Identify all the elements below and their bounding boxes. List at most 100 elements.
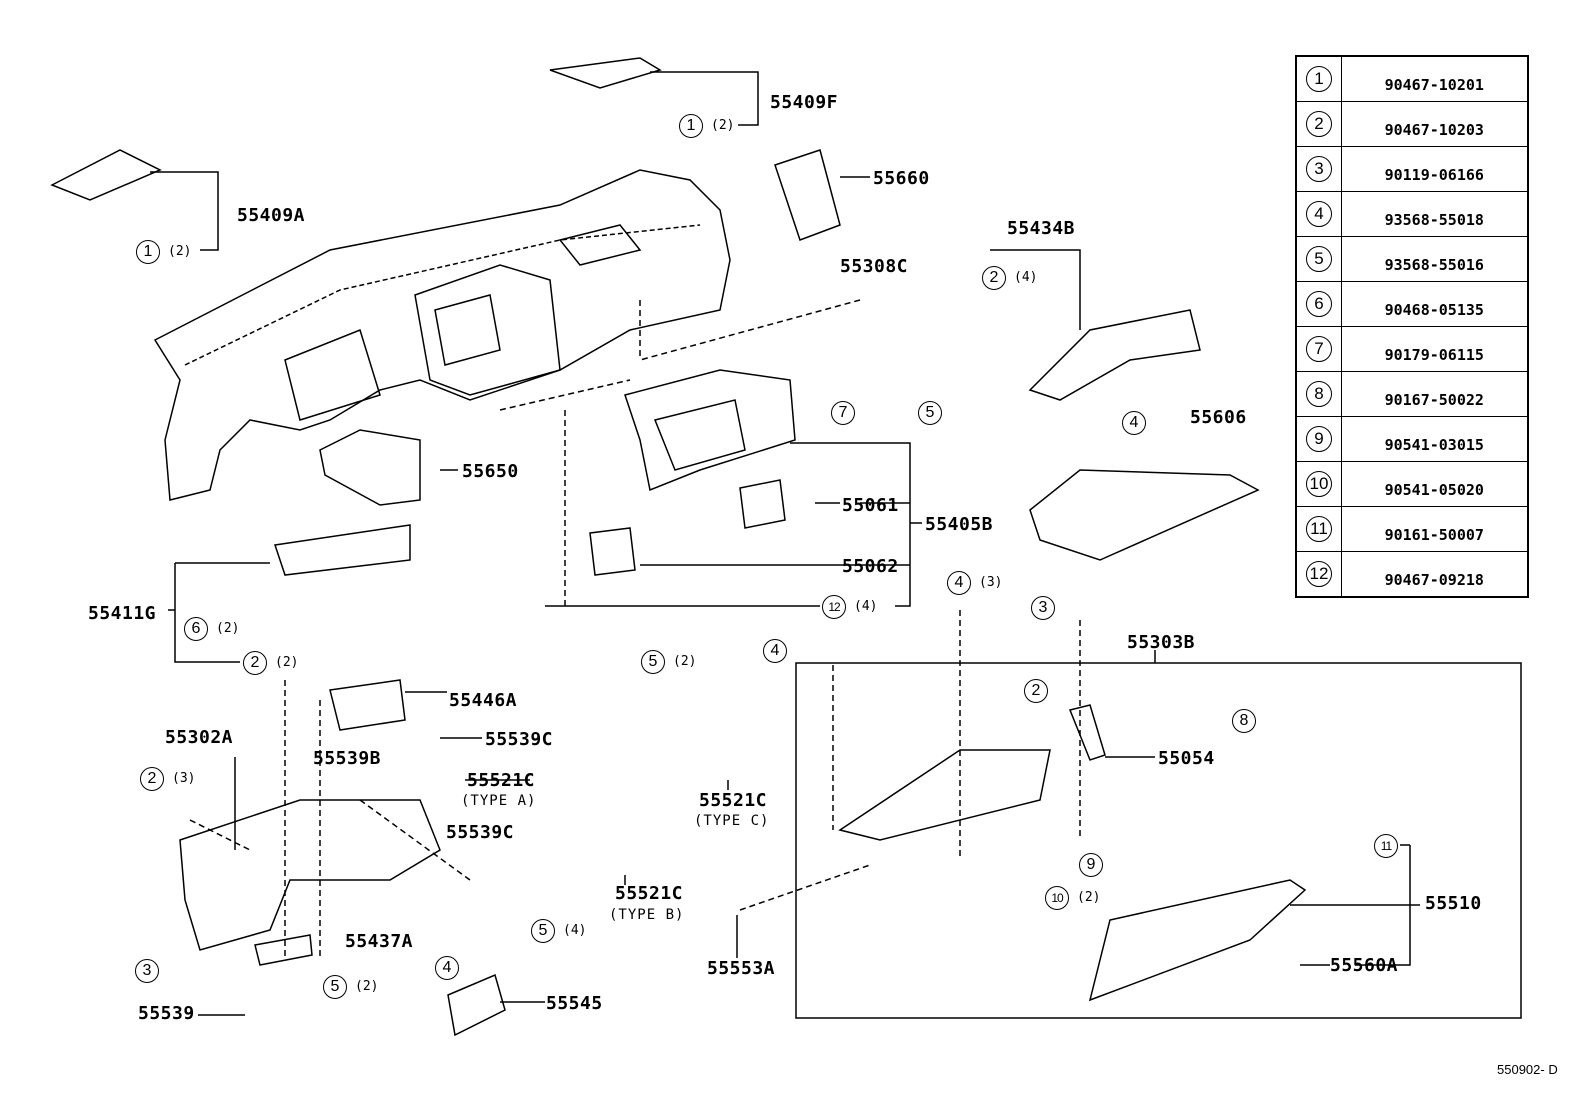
callout-quantity: (3) <box>172 771 196 786</box>
item-number: 8 <box>1306 381 1332 407</box>
item-number-cell: 6 <box>1295 281 1342 327</box>
part-number: 90467-10201 <box>1341 55 1528 102</box>
table-row: 7 90179-06115 <box>1295 326 1528 372</box>
callout-circle: 7 <box>831 401 855 425</box>
callout-circle: 2 <box>243 651 267 675</box>
callout-quantity: (2) <box>673 654 697 669</box>
callout-circle: 3 <box>1031 596 1055 620</box>
item-number-cell: 9 <box>1295 416 1342 462</box>
callout-quantity: (2) <box>216 621 240 636</box>
part-label: 55660 <box>873 168 930 189</box>
part-label: 55405B <box>925 514 994 535</box>
lower-panel-55302A <box>179 799 441 951</box>
diagram-reference: 550902- D <box>1497 1062 1558 1077</box>
callout-circle: 2 <box>1024 679 1048 703</box>
part-number: 90467-10203 <box>1341 101 1528 147</box>
callout-circle: 4 <box>435 956 459 980</box>
part-label: 55539B <box>313 748 382 769</box>
glove-box-door <box>838 749 1051 841</box>
table-row: 2 90467-10203 <box>1295 101 1528 147</box>
part-label: 55545 <box>546 993 603 1014</box>
part-label: 55308C <box>840 256 909 277</box>
glove-box-55510 <box>1088 879 1307 1002</box>
item-number: 4 <box>1306 201 1332 227</box>
garnish-55411G <box>274 524 411 576</box>
callout-circle: 2 <box>140 767 164 791</box>
callout-circle: 1 <box>136 240 160 264</box>
item-number-cell: 12 <box>1295 551 1342 598</box>
part-label: 55521C <box>699 790 768 811</box>
part-label: 55521C <box>467 770 536 791</box>
glove-box-assembly-box <box>795 662 1522 1019</box>
part-label: 55446A <box>449 690 518 711</box>
callout-circle: 4 <box>763 639 787 663</box>
callout-circle: 12 <box>822 595 846 619</box>
type-label: (TYPE A) <box>461 793 537 809</box>
part-number: 90161-50007 <box>1341 506 1528 552</box>
callout-quantity: (2) <box>275 655 299 670</box>
vent-55660 <box>774 149 841 241</box>
callout-quantity: (2) <box>1077 890 1101 905</box>
callout-circle: 5 <box>641 650 665 674</box>
item-number: 5 <box>1306 246 1332 272</box>
part-number: 90179-06115 <box>1341 326 1528 372</box>
part-number: 90468-05135 <box>1341 281 1528 327</box>
part-label: 55539 <box>138 1003 195 1024</box>
callout-circle: 1 <box>679 114 703 138</box>
item-number: 6 <box>1306 291 1332 317</box>
callout-quantity: (2) <box>711 118 735 133</box>
part-number: 93568-55018 <box>1341 191 1528 237</box>
vent-55061 <box>739 479 786 529</box>
part-label: 55054 <box>1158 748 1215 769</box>
tray-55606 <box>1029 469 1260 561</box>
part-label: 55539C <box>446 822 515 843</box>
switch-55446A <box>329 679 406 731</box>
part-label: 55411G <box>88 603 157 624</box>
table-row: 4 93568-55018 <box>1295 191 1528 237</box>
part-number: 90467-09218 <box>1341 551 1528 598</box>
item-number-cell: 7 <box>1295 326 1342 372</box>
item-number: 10 <box>1306 471 1332 497</box>
part-label: 55062 <box>842 556 899 577</box>
item-number-cell: 1 <box>1295 55 1342 102</box>
item-number: 12 <box>1306 561 1332 587</box>
part-label: 55510 <box>1425 893 1482 914</box>
vent-55062 <box>589 527 636 576</box>
callout-circle: 5 <box>323 975 347 999</box>
item-number: 11 <box>1306 516 1332 542</box>
vent-55650 <box>319 429 421 506</box>
callout-circle: 10 <box>1045 886 1069 910</box>
cover-55409A <box>50 149 162 201</box>
part-label: 55434B <box>1007 218 1076 239</box>
part-label: 55303B <box>1127 632 1196 653</box>
cover-55409F <box>549 57 662 89</box>
duct-55437A <box>254 934 313 966</box>
part-label: 55553A <box>707 958 776 979</box>
type-label: (TYPE B) <box>609 907 685 923</box>
callout-quantity: (2) <box>168 244 192 259</box>
part-number: 90541-03015 <box>1341 416 1528 462</box>
item-number: 3 <box>1306 156 1332 182</box>
bracket-55434B <box>1028 309 1201 401</box>
callout-circle: 4 <box>947 571 971 595</box>
callout-circle: 11 <box>1374 834 1398 858</box>
item-number: 2 <box>1306 111 1332 137</box>
item-number-cell: 3 <box>1295 146 1342 192</box>
item-number: 7 <box>1306 336 1332 362</box>
item-number-cell: 8 <box>1295 371 1342 417</box>
callout-circle: 5 <box>918 401 942 425</box>
callout-quantity: (4) <box>563 923 587 938</box>
instrument-panel <box>153 169 731 501</box>
part-label: 55539C <box>485 729 554 750</box>
item-number: 9 <box>1306 426 1332 452</box>
item-number-cell: 2 <box>1295 101 1342 147</box>
callout-quantity: (3) <box>979 575 1003 590</box>
item-number-cell: 5 <box>1295 236 1342 282</box>
